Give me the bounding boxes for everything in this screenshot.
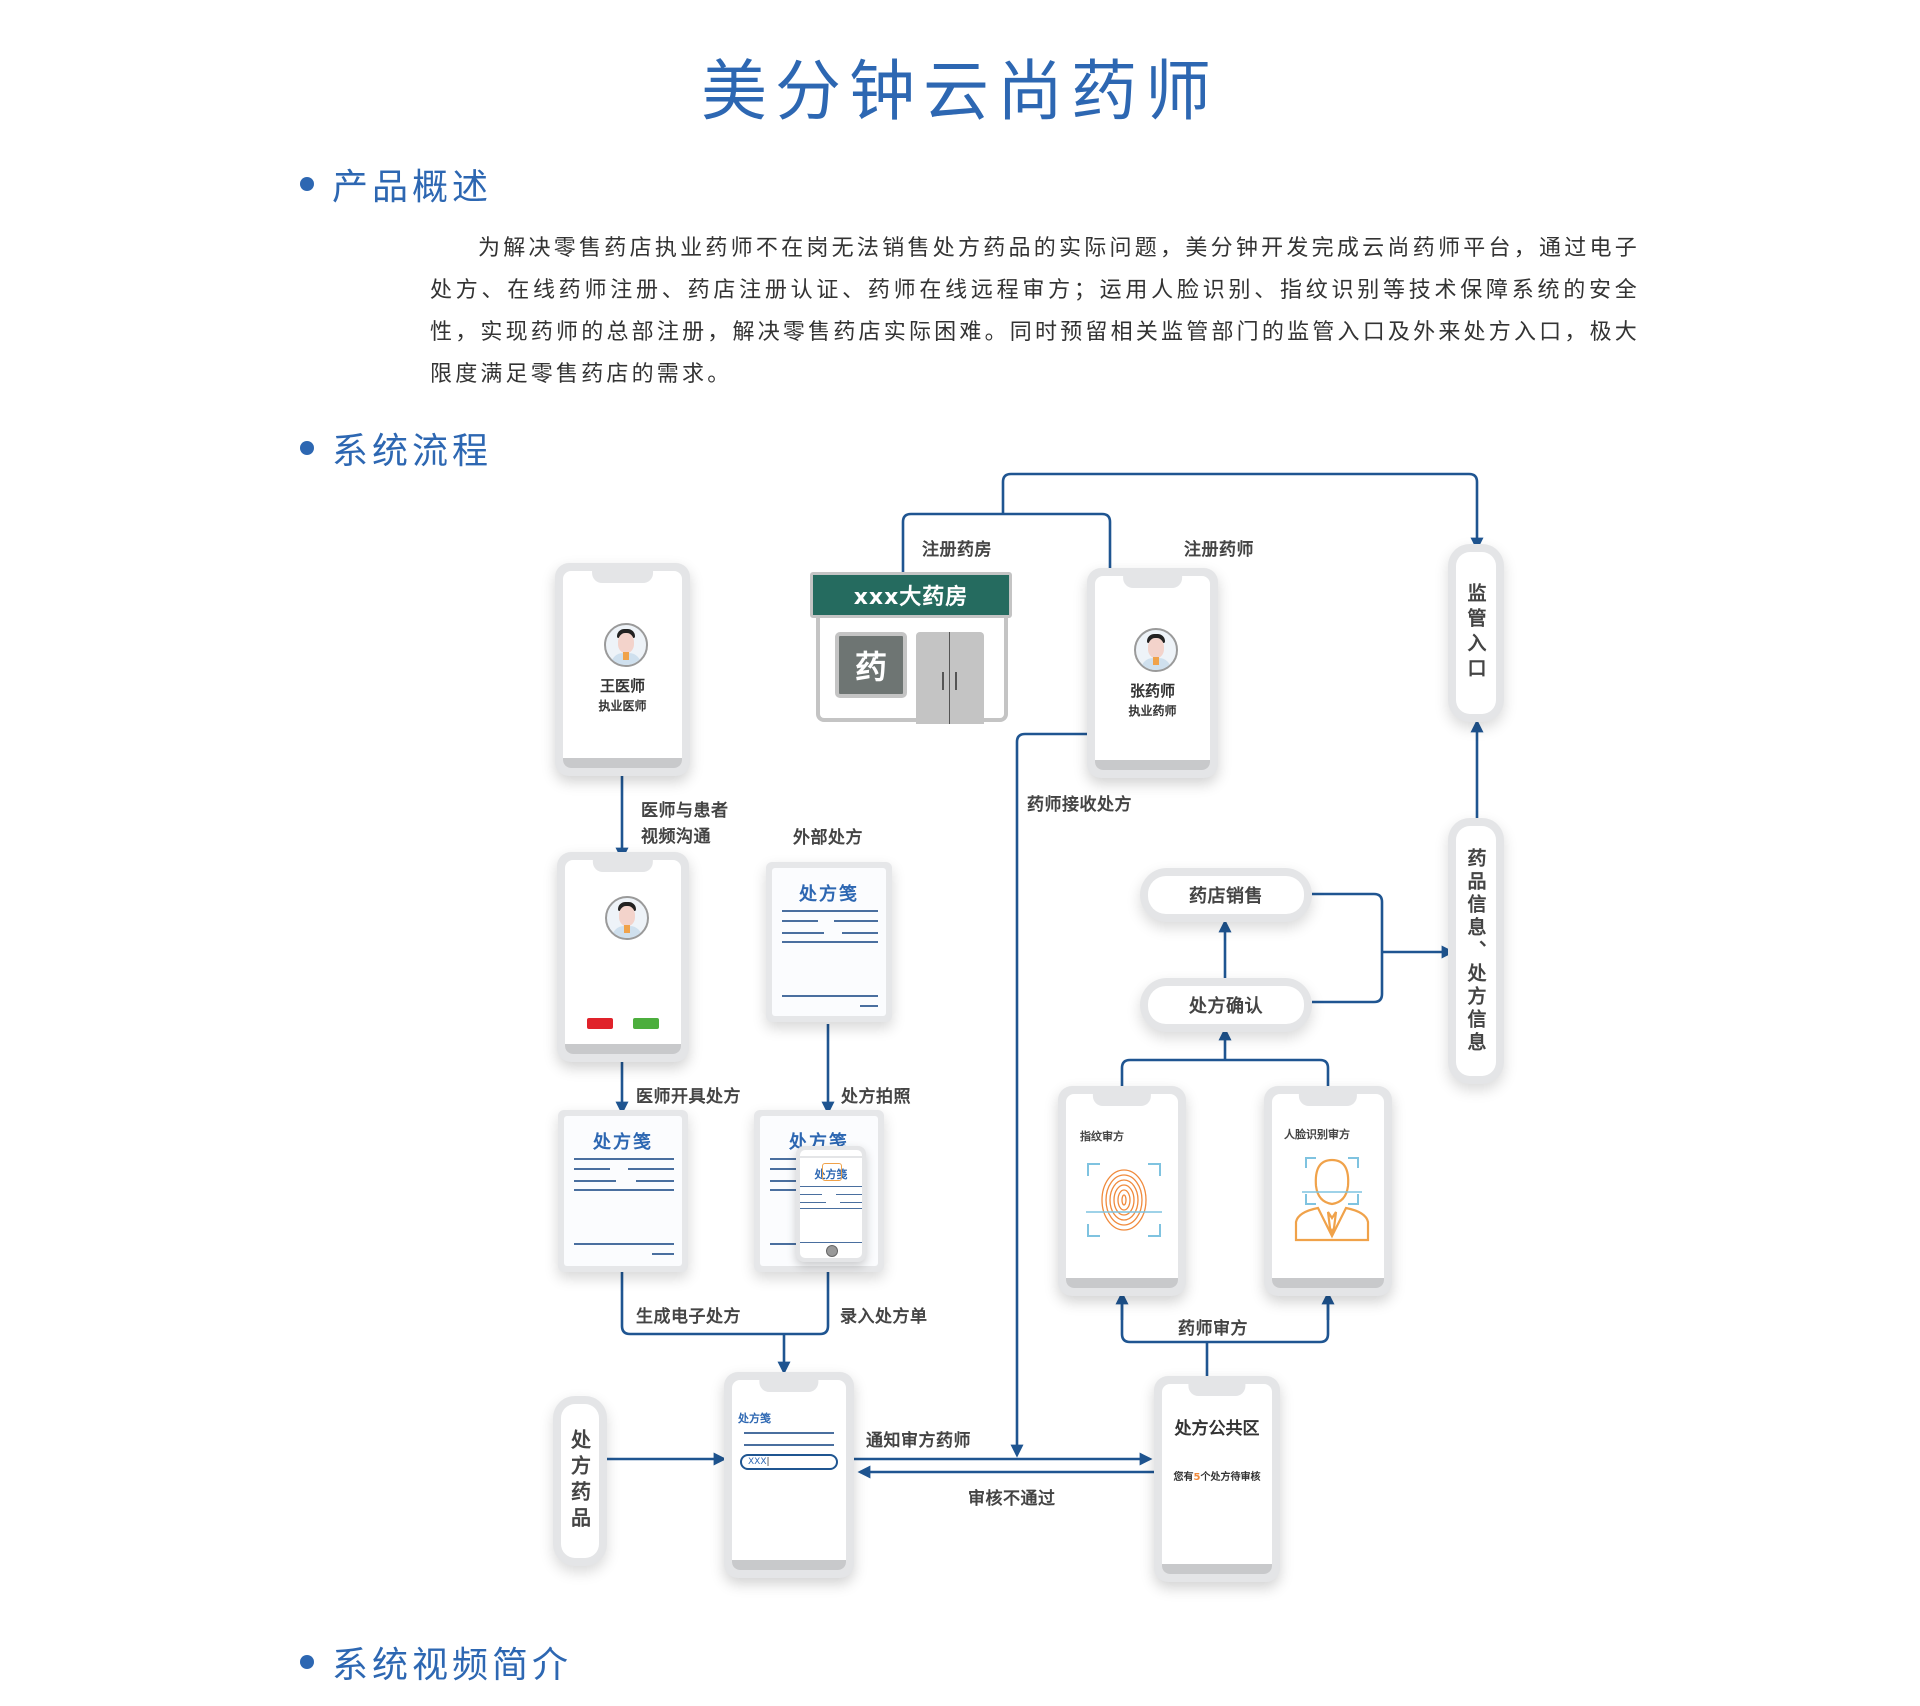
doctor-role: 执业医师 (598, 699, 647, 713)
label-notify: 通知审方药师 (866, 1431, 971, 1451)
rx-confirm-box: 处方确认 (1140, 978, 1312, 1032)
section-title: 产品概述 (332, 167, 493, 208)
store-badge: 药 (835, 632, 907, 698)
label-video-call-2: 视频沟通 (641, 827, 711, 847)
doctor-name: 王医师 (599, 677, 645, 695)
section-title: 系统流程 (332, 431, 493, 472)
store-sales-label: 药店销售 (1189, 886, 1263, 907)
drug-info-label: 药品信息、处方信息 (1464, 847, 1487, 1055)
hangup-icon (587, 1018, 613, 1029)
camera-phone: 处方笺 (796, 1146, 866, 1262)
connector-register-bracket (901, 512, 1112, 572)
erx-title: 处方笺 (738, 1412, 771, 1425)
section-flow: 系统流程 (300, 422, 492, 474)
rx-drugs-label: 处方药品 (567, 1429, 592, 1533)
label-register-pharmacist: 注册药师 (1184, 540, 1254, 560)
photo-rx-paper: 处方笺 处方笺 (754, 1110, 884, 1272)
connector-review-bracket (1120, 1296, 1330, 1344)
erx-phone: 处方笺 XXX| (724, 1372, 854, 1578)
fingerprint-phone: 指纹审方 (1058, 1086, 1186, 1296)
label-external-rx: 外部处方 (793, 828, 863, 848)
video-call-phone (557, 852, 689, 1062)
section-title: 系统视频简介 (332, 1645, 573, 1686)
label-rejected: 审核不通过 (968, 1489, 1056, 1509)
connector-to-druginfo (1312, 892, 1384, 1004)
bullet-icon (300, 441, 314, 455)
label-enter-rx: 录入处方单 (840, 1307, 928, 1327)
face-scan-icon (1294, 1157, 1370, 1242)
rx-drugs-box: 处方药品 (553, 1396, 607, 1566)
face-recognition-phone: 人脸识别审方 (1264, 1086, 1392, 1296)
bullet-icon (300, 177, 314, 191)
pharmacy-store: xxx大药房 药 (810, 572, 1012, 724)
store-sign: xxx大药房 (810, 572, 1012, 618)
overview-paragraph: 为解决零售药店执业药师不在岗无法销售处方药品的实际问题，美分钟开发完成云尚药师平… (430, 236, 1640, 387)
label-register-store: 注册药房 (922, 540, 992, 560)
rx-confirm-label: 处方确认 (1189, 996, 1263, 1017)
store-door (916, 632, 984, 724)
fingerprint-icon (1086, 1163, 1162, 1237)
label-pharmacist-review: 药师审方 (1178, 1319, 1248, 1339)
connector-rx-merge (620, 1272, 830, 1336)
bullet-icon (300, 1655, 314, 1669)
fingerprint-title: 指纹审方 (1080, 1130, 1124, 1143)
doctor-avatar (604, 623, 648, 667)
pharmacist-name: 张药师 (1129, 682, 1175, 700)
drug-info-box: 药品信息、处方信息 (1448, 818, 1504, 1084)
pending-suffix: 个处方待审核 (1200, 1472, 1261, 1483)
external-rx-paper: 处方笺 (766, 862, 892, 1022)
doctor-rx-paper: 处方笺 (558, 1110, 688, 1272)
label-pharmacist-receive: 药师接收处方 (1027, 795, 1132, 815)
section-overview: 产品概述 (300, 158, 492, 210)
public-area-title: 处方公共区 (1174, 1419, 1260, 1439)
pharmacist-avatar (1134, 628, 1178, 672)
pharmacist-phone: 张药师 执业药师 (1087, 568, 1218, 778)
connector-to-regulator (1001, 472, 1484, 551)
label-video-call-1: 医师与患者 (641, 801, 729, 821)
rx-input-value: XXX (748, 1457, 767, 1467)
video-icon (633, 1018, 659, 1029)
rx-input[interactable]: XXX| (740, 1454, 838, 1470)
home-button-icon (826, 1245, 838, 1257)
regulator-label: 监管入口 (1464, 583, 1487, 683)
store-sales-box: 药店销售 (1140, 868, 1312, 922)
pending-count: 5 (1193, 1472, 1201, 1483)
section-video: 系统视频简介 (300, 1636, 572, 1688)
public-area-phone: 处方公共区 您有5个处方待审核 (1154, 1376, 1280, 1582)
paper-title: 处方笺 (799, 884, 859, 905)
label-gen-erx: 生成电子处方 (636, 1307, 741, 1327)
page-title: 美分钟云尚药师 (701, 53, 1219, 130)
paper-title: 处方笺 (593, 1132, 653, 1153)
regulator-entry: 监管入口 (1448, 544, 1504, 722)
label-rx-photo: 处方拍照 (841, 1087, 911, 1107)
pending-message: 您有5个处方待审核 (1162, 1468, 1272, 1483)
connector-pharmacist-receive (1010, 732, 1087, 1458)
scan-frame-icon (822, 1163, 842, 1181)
face-title: 人脸识别审方 (1284, 1128, 1350, 1141)
patient-avatar (605, 896, 649, 940)
pending-prefix: 您有 (1173, 1472, 1194, 1483)
pharmacist-role: 执业药师 (1128, 704, 1177, 718)
label-doctor-issue: 医师开具处方 (636, 1087, 741, 1107)
doctor-phone: 王医师 执业医师 (555, 563, 690, 776)
